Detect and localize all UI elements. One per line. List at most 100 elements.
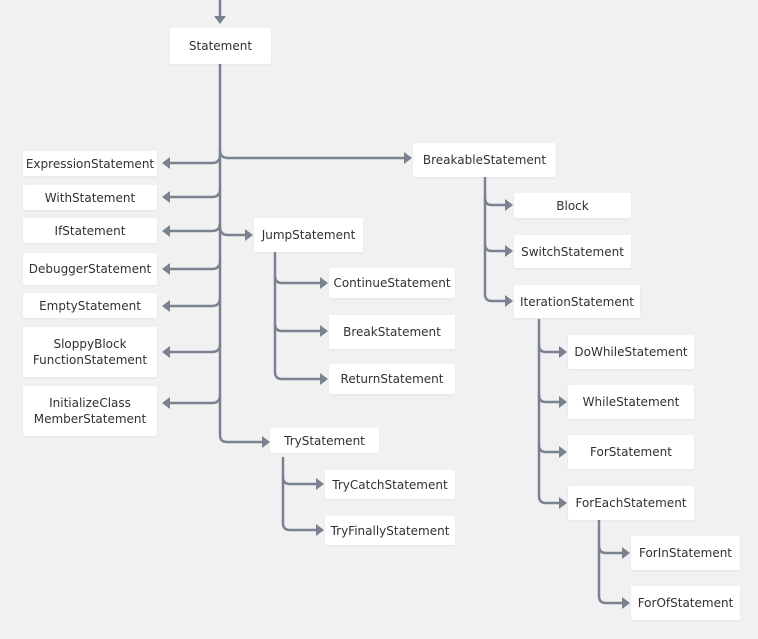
node-block: Block [514, 193, 631, 218]
node-label: ForStatement [590, 445, 672, 459]
arrow-head [320, 325, 328, 337]
edge-jump-break [273, 322, 322, 333]
node-label: TryFinallyStatement [330, 523, 450, 538]
node-try-finally-statement: TryFinallyStatement [325, 516, 455, 545]
node-do-while-statement: DoWhileStatement [568, 335, 694, 369]
node-label: ForOfStatement [637, 596, 734, 610]
node-label: InitializeClass MemberStatement [33, 396, 147, 426]
edge-statement-with [168, 187, 222, 199]
node-initialize-class-member-statement: InitializeClass MemberStatement [23, 386, 157, 436]
node-return-statement: ReturnStatement [329, 364, 455, 394]
edge-try-trunk [281, 456, 318, 532]
node-label: ForInStatement [638, 546, 733, 560]
arrow-head [162, 225, 170, 237]
edge-statement-debugger [168, 259, 222, 271]
node-label: SloppyBlock FunctionStatement [32, 337, 148, 367]
node-statement: Statement [170, 28, 271, 64]
edge-jump-continue [273, 274, 322, 285]
edge-breakable-switch [483, 242, 507, 253]
edge-statement-trunk [218, 62, 264, 444]
node-label: IfStatement [54, 223, 126, 238]
node-while-statement: WhileStatement [568, 385, 694, 419]
arrow-head [559, 346, 567, 358]
node-jump-statement: JumpStatement [254, 218, 363, 252]
node-if-statement: IfStatement [23, 218, 157, 243]
edge-statement-empty [168, 296, 222, 308]
node-label: DoWhileStatement [574, 345, 688, 359]
node-label: Block [556, 198, 589, 213]
arrow-head [559, 497, 567, 509]
arrow-head [505, 295, 513, 307]
node-expression-statement: ExpressionStatement [23, 151, 157, 176]
arrow-head [316, 524, 324, 536]
arrow-head [162, 263, 170, 275]
arrow-head [505, 199, 513, 211]
arrow-head [162, 300, 170, 312]
arrow-head [404, 152, 412, 164]
node-debugger-statement: DebuggerStatement [23, 253, 157, 285]
node-breakable-statement: BreakableStatement [413, 143, 556, 177]
edge-statement-breakable [218, 148, 406, 160]
node-label: ForEachStatement [575, 496, 687, 510]
node-label: EmptyStatement [39, 298, 141, 313]
node-label: Statement [188, 39, 253, 53]
node-label: WhileStatement [582, 395, 680, 409]
edge-iteration-trunk [537, 318, 561, 505]
node-label: SwitchStatement [521, 244, 624, 259]
node-try-catch-statement: TryCatchStatement [325, 470, 455, 499]
arrow-head [559, 446, 567, 458]
arrow-head [622, 547, 630, 559]
edge-statement-jump [218, 225, 247, 237]
arrow-head [162, 346, 170, 358]
arrow-head [262, 436, 270, 448]
node-for-statement: ForStatement [568, 435, 694, 469]
edge-foreach-trunk [597, 519, 624, 605]
node-with-statement: WithStatement [23, 185, 157, 210]
node-for-of-statement: ForOfStatement [631, 586, 740, 620]
node-label: BreakStatement [343, 325, 441, 339]
edge-foreach-forin [597, 544, 624, 555]
edge-iteration-while [537, 393, 561, 404]
node-label: ContinueStatement [333, 276, 451, 290]
edge-iteration-dowhile [537, 343, 561, 354]
node-label: DebuggerStatement [28, 262, 152, 276]
arrow-head [162, 397, 170, 409]
arrow-head [214, 16, 226, 24]
arrow-head [245, 229, 253, 241]
node-label: IterationStatement [519, 294, 635, 309]
node-label: WithStatement [44, 190, 136, 205]
arrow-head [162, 191, 170, 203]
node-iteration-statement: IterationStatement [514, 285, 640, 318]
node-label: JumpStatement [261, 228, 356, 242]
arrow-head [320, 277, 328, 289]
node-label: ExpressionStatement [25, 156, 155, 171]
node-for-in-statement: ForInStatement [631, 536, 740, 570]
node-empty-statement: EmptyStatement [23, 293, 157, 318]
node-try-statement: TryStatement [270, 428, 379, 453]
edge-jump-trunk [273, 251, 322, 381]
node-label: BreakableStatement [422, 153, 547, 167]
edge-iteration-for [537, 443, 561, 454]
node-continue-statement: ContinueStatement [329, 268, 455, 298]
arrow-head [320, 373, 328, 385]
edge-statement-initialize [168, 393, 222, 405]
node-switch-statement: SwitchStatement [514, 235, 631, 268]
node-sloppy-block-function-statement: SloppyBlock FunctionStatement [23, 327, 157, 377]
edge-statement-if [168, 221, 222, 233]
node-label: ReturnStatement [340, 372, 444, 386]
node-label: TryCatchStatement [332, 477, 448, 492]
edge-statement-expression [168, 153, 222, 165]
edge-try-trycatch [281, 475, 318, 486]
edge-breakable-block [483, 196, 507, 207]
node-for-each-statement: ForEachStatement [568, 486, 694, 520]
edge-statement-sloppy [168, 342, 222, 354]
arrow-head [505, 245, 513, 257]
arrow-head [316, 478, 324, 490]
edge-breakable-trunk [483, 176, 507, 303]
arrow-head [559, 396, 567, 408]
arrow-head [162, 157, 170, 169]
arrow-head [622, 597, 630, 609]
node-break-statement: BreakStatement [329, 315, 455, 349]
node-label: TryStatement [284, 433, 365, 448]
